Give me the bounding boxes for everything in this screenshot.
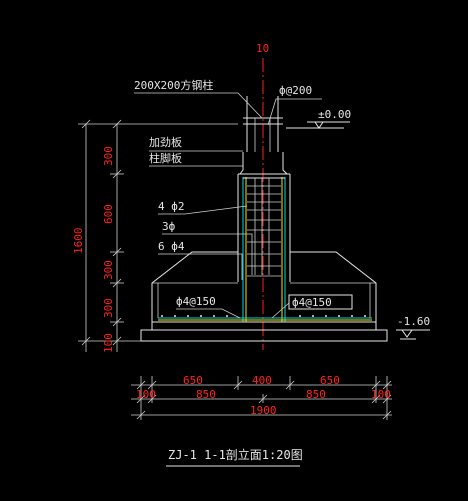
- vertical-dim-3: 300: [102, 260, 115, 280]
- vertical-dimension-chain: [78, 119, 238, 352]
- concrete-pedestal: [237, 152, 291, 282]
- rebar-b-leader: [162, 233, 253, 275]
- drawing-title: ZJ-1 1-1剖立面1:20图: [168, 447, 303, 462]
- axis-mark: 10: [256, 42, 269, 55]
- horizontal-dimension-chain: [131, 376, 392, 420]
- stirrup-right-label: ф4@150: [292, 296, 332, 309]
- base-plate-label: 柱脚板: [149, 151, 182, 165]
- stirrup-right-box: [288, 294, 353, 310]
- horizontal-dim-upper-2: 400: [252, 374, 272, 387]
- footing: [151, 251, 377, 323]
- top-rebar-label: ф@200: [279, 84, 312, 97]
- bottom-bar-dots: [161, 315, 366, 317]
- blinding-layer: [140, 329, 388, 342]
- rebar-b-label: 3ф: [162, 220, 176, 233]
- stiffener-plate-label: 加劲板: [149, 135, 182, 149]
- top-rebar-leader: [267, 98, 322, 126]
- elevation-top-marker: [286, 121, 350, 129]
- steel-column-leader: [134, 92, 263, 119]
- horizontal-dim-lower-1: 100: [136, 388, 156, 401]
- elevation-bottom-label: -1.60: [397, 315, 430, 328]
- horizontal-dim-upper-1: 650: [183, 374, 203, 387]
- stirrup-left-leader: [176, 308, 241, 319]
- elevation-top-label: ±0.00: [318, 108, 351, 121]
- vertical-total-dim: 1600: [72, 228, 85, 255]
- horizontal-dim-lower-4: 100: [371, 388, 391, 401]
- rebar-cage: [242, 177, 286, 322]
- rebar-a-leader: [158, 205, 248, 215]
- horizontal-dim-total: 1900: [250, 404, 277, 417]
- stirrup-right-leader: [271, 302, 290, 319]
- steel-column: [243, 96, 283, 152]
- vertical-dim-2: 600: [102, 204, 115, 224]
- rebar-c-label: 6 ф4: [158, 240, 185, 253]
- rebar-c-leader: [158, 253, 243, 280]
- steel-column-label: 200X200方钢柱: [134, 78, 213, 92]
- horizontal-dim-lower-2: 850: [196, 388, 216, 401]
- horizontal-dim-lower-3: 850: [306, 388, 326, 401]
- horizontal-dim-upper-3: 650: [320, 374, 340, 387]
- elevation-bottom-marker: [396, 329, 430, 340]
- vertical-dim-5: 100: [102, 333, 115, 353]
- vertical-dim-1: 300: [102, 146, 115, 166]
- vertical-dim-4: 300: [102, 298, 115, 318]
- rebar-a-label: 4 ф2: [158, 200, 185, 213]
- stirrup-left-label: ф4@150: [176, 295, 216, 308]
